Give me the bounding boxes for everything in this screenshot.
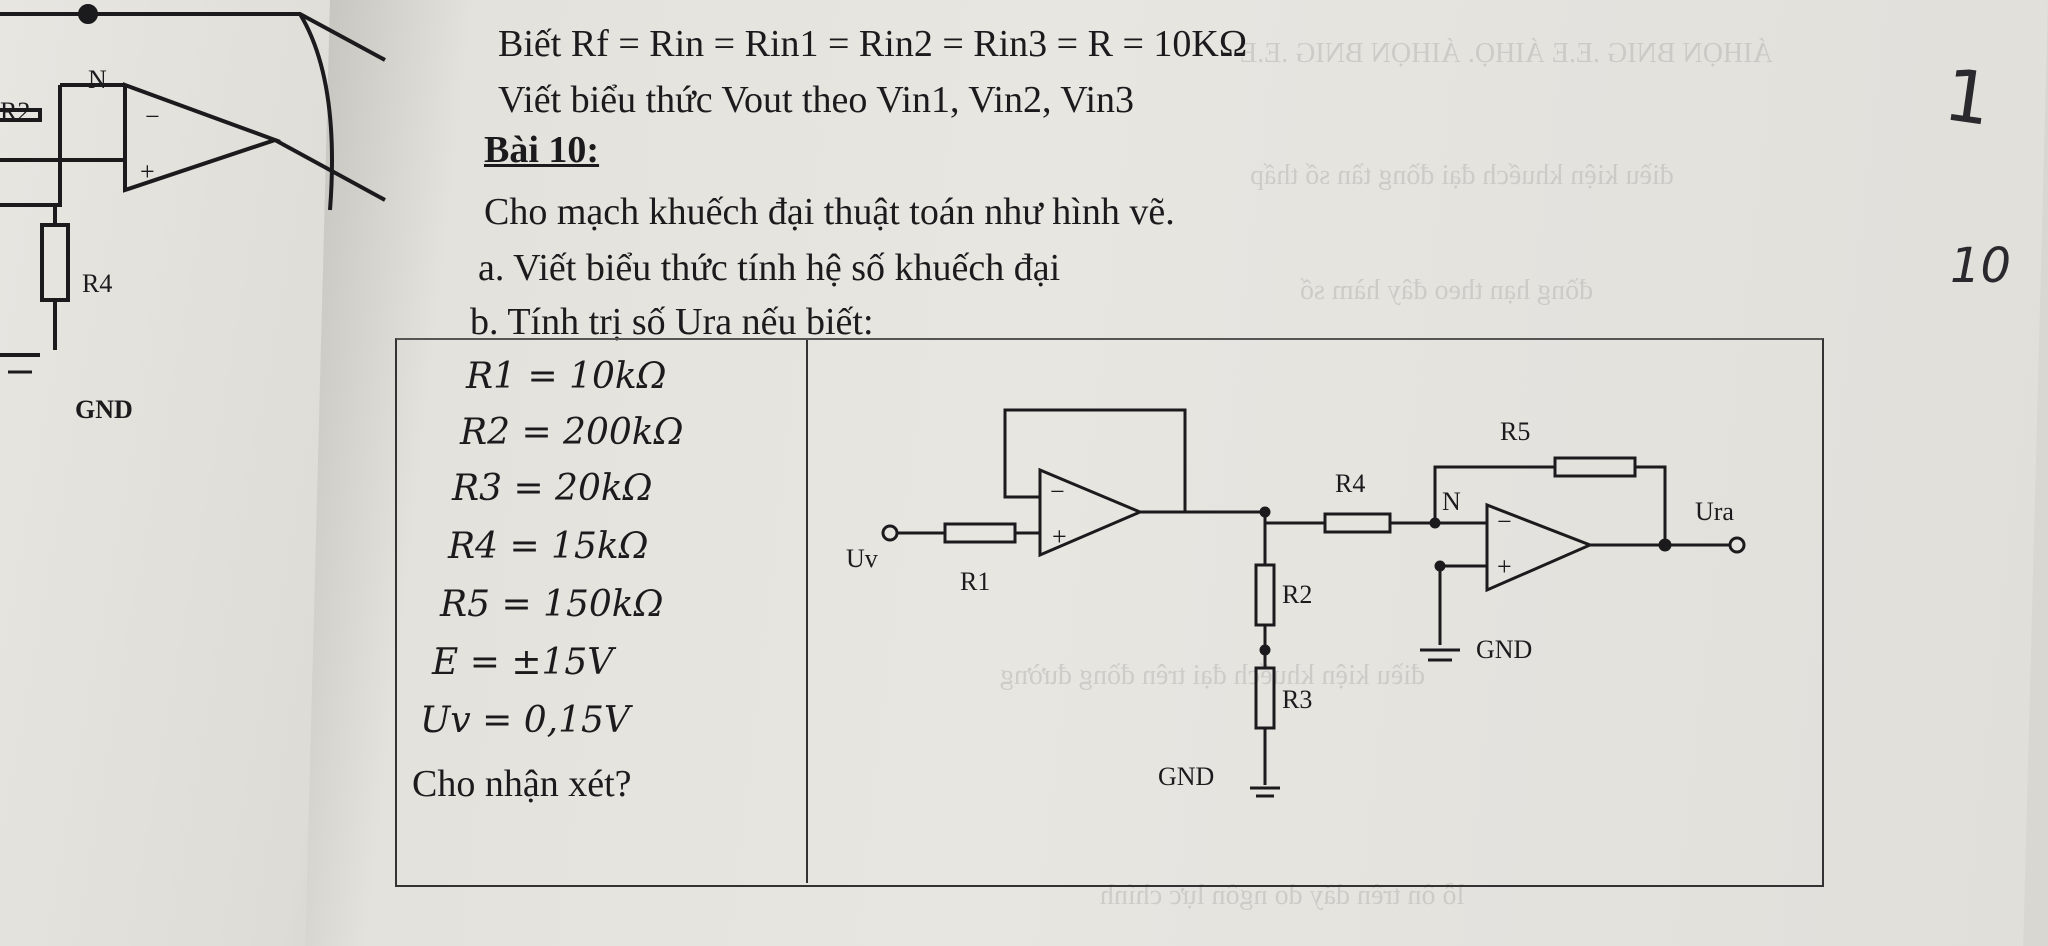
given-r2: R2 = 200kΩ [460, 412, 684, 453]
exercise-part-a: a. Viết biểu thức tính hệ số khuếch đại [478, 247, 1061, 289]
opamp-2 [1485, 502, 1594, 593]
given-r4: R4 = 15kΩ [448, 526, 649, 567]
opamp2-minus: − [1497, 507, 1512, 536]
left-label-gnd: GND [75, 395, 133, 424]
label-n: N [1442, 487, 1461, 516]
label-r1: R1 [960, 567, 990, 596]
exercise-part-b: b. Tính trị số Ura nếu biết: [470, 301, 874, 343]
left-label-r2: R2 [0, 97, 30, 126]
label-r5: R5 [1500, 417, 1530, 446]
resistor-r5 [1553, 456, 1637, 478]
label-r4: R4 [1335, 469, 1365, 498]
opamp2-plus: + [1497, 552, 1512, 581]
resistor-r4 [1323, 512, 1392, 534]
problem-box [395, 338, 1824, 887]
opamp-1 [1038, 467, 1144, 558]
resistor-r2 [1254, 563, 1276, 627]
question-text: Cho nhận xét? [412, 763, 632, 805]
exercise-heading: Bài 10: [484, 129, 600, 171]
left-label-n: N [88, 65, 107, 94]
box-divider [806, 340, 808, 883]
left-label-r4: R4 [82, 269, 112, 298]
given-uv: Uv = 0,15V [420, 700, 630, 741]
intro-line-1: Biết Rf = Rin = Rin1 = Rin2 = Rin3 = R =… [498, 23, 1248, 65]
label-gnd-2: GND [1476, 635, 1532, 664]
resistor-r3 [1254, 666, 1276, 730]
given-e: E = ±15V [432, 642, 614, 683]
handwritten-mark-10: 10 [1950, 238, 2012, 294]
label-gnd-1: GND [1158, 762, 1214, 791]
label-ura: Ura [1695, 497, 1734, 526]
exercise-statement: Cho mạch khuếch đại thuật toán như hình … [484, 191, 1175, 233]
label-r2: R2 [1282, 580, 1312, 609]
label-r3: R3 [1282, 685, 1312, 714]
resistor-r1 [943, 522, 1017, 544]
opamp1-plus: + [1052, 522, 1067, 551]
given-r1: R1 = 10kΩ [466, 356, 667, 397]
opamp1-minus: − [1050, 477, 1065, 506]
left-label-minus: − [145, 102, 160, 131]
given-r3: R3 = 20kΩ [452, 468, 653, 509]
label-uv: Uv [846, 544, 878, 573]
given-r5: R5 = 150kΩ [440, 584, 664, 625]
left-label-plus: + [140, 157, 155, 186]
intro-line-2: Viết biểu thức Vout theo Vin1, Vin2, Vin… [498, 79, 1135, 121]
